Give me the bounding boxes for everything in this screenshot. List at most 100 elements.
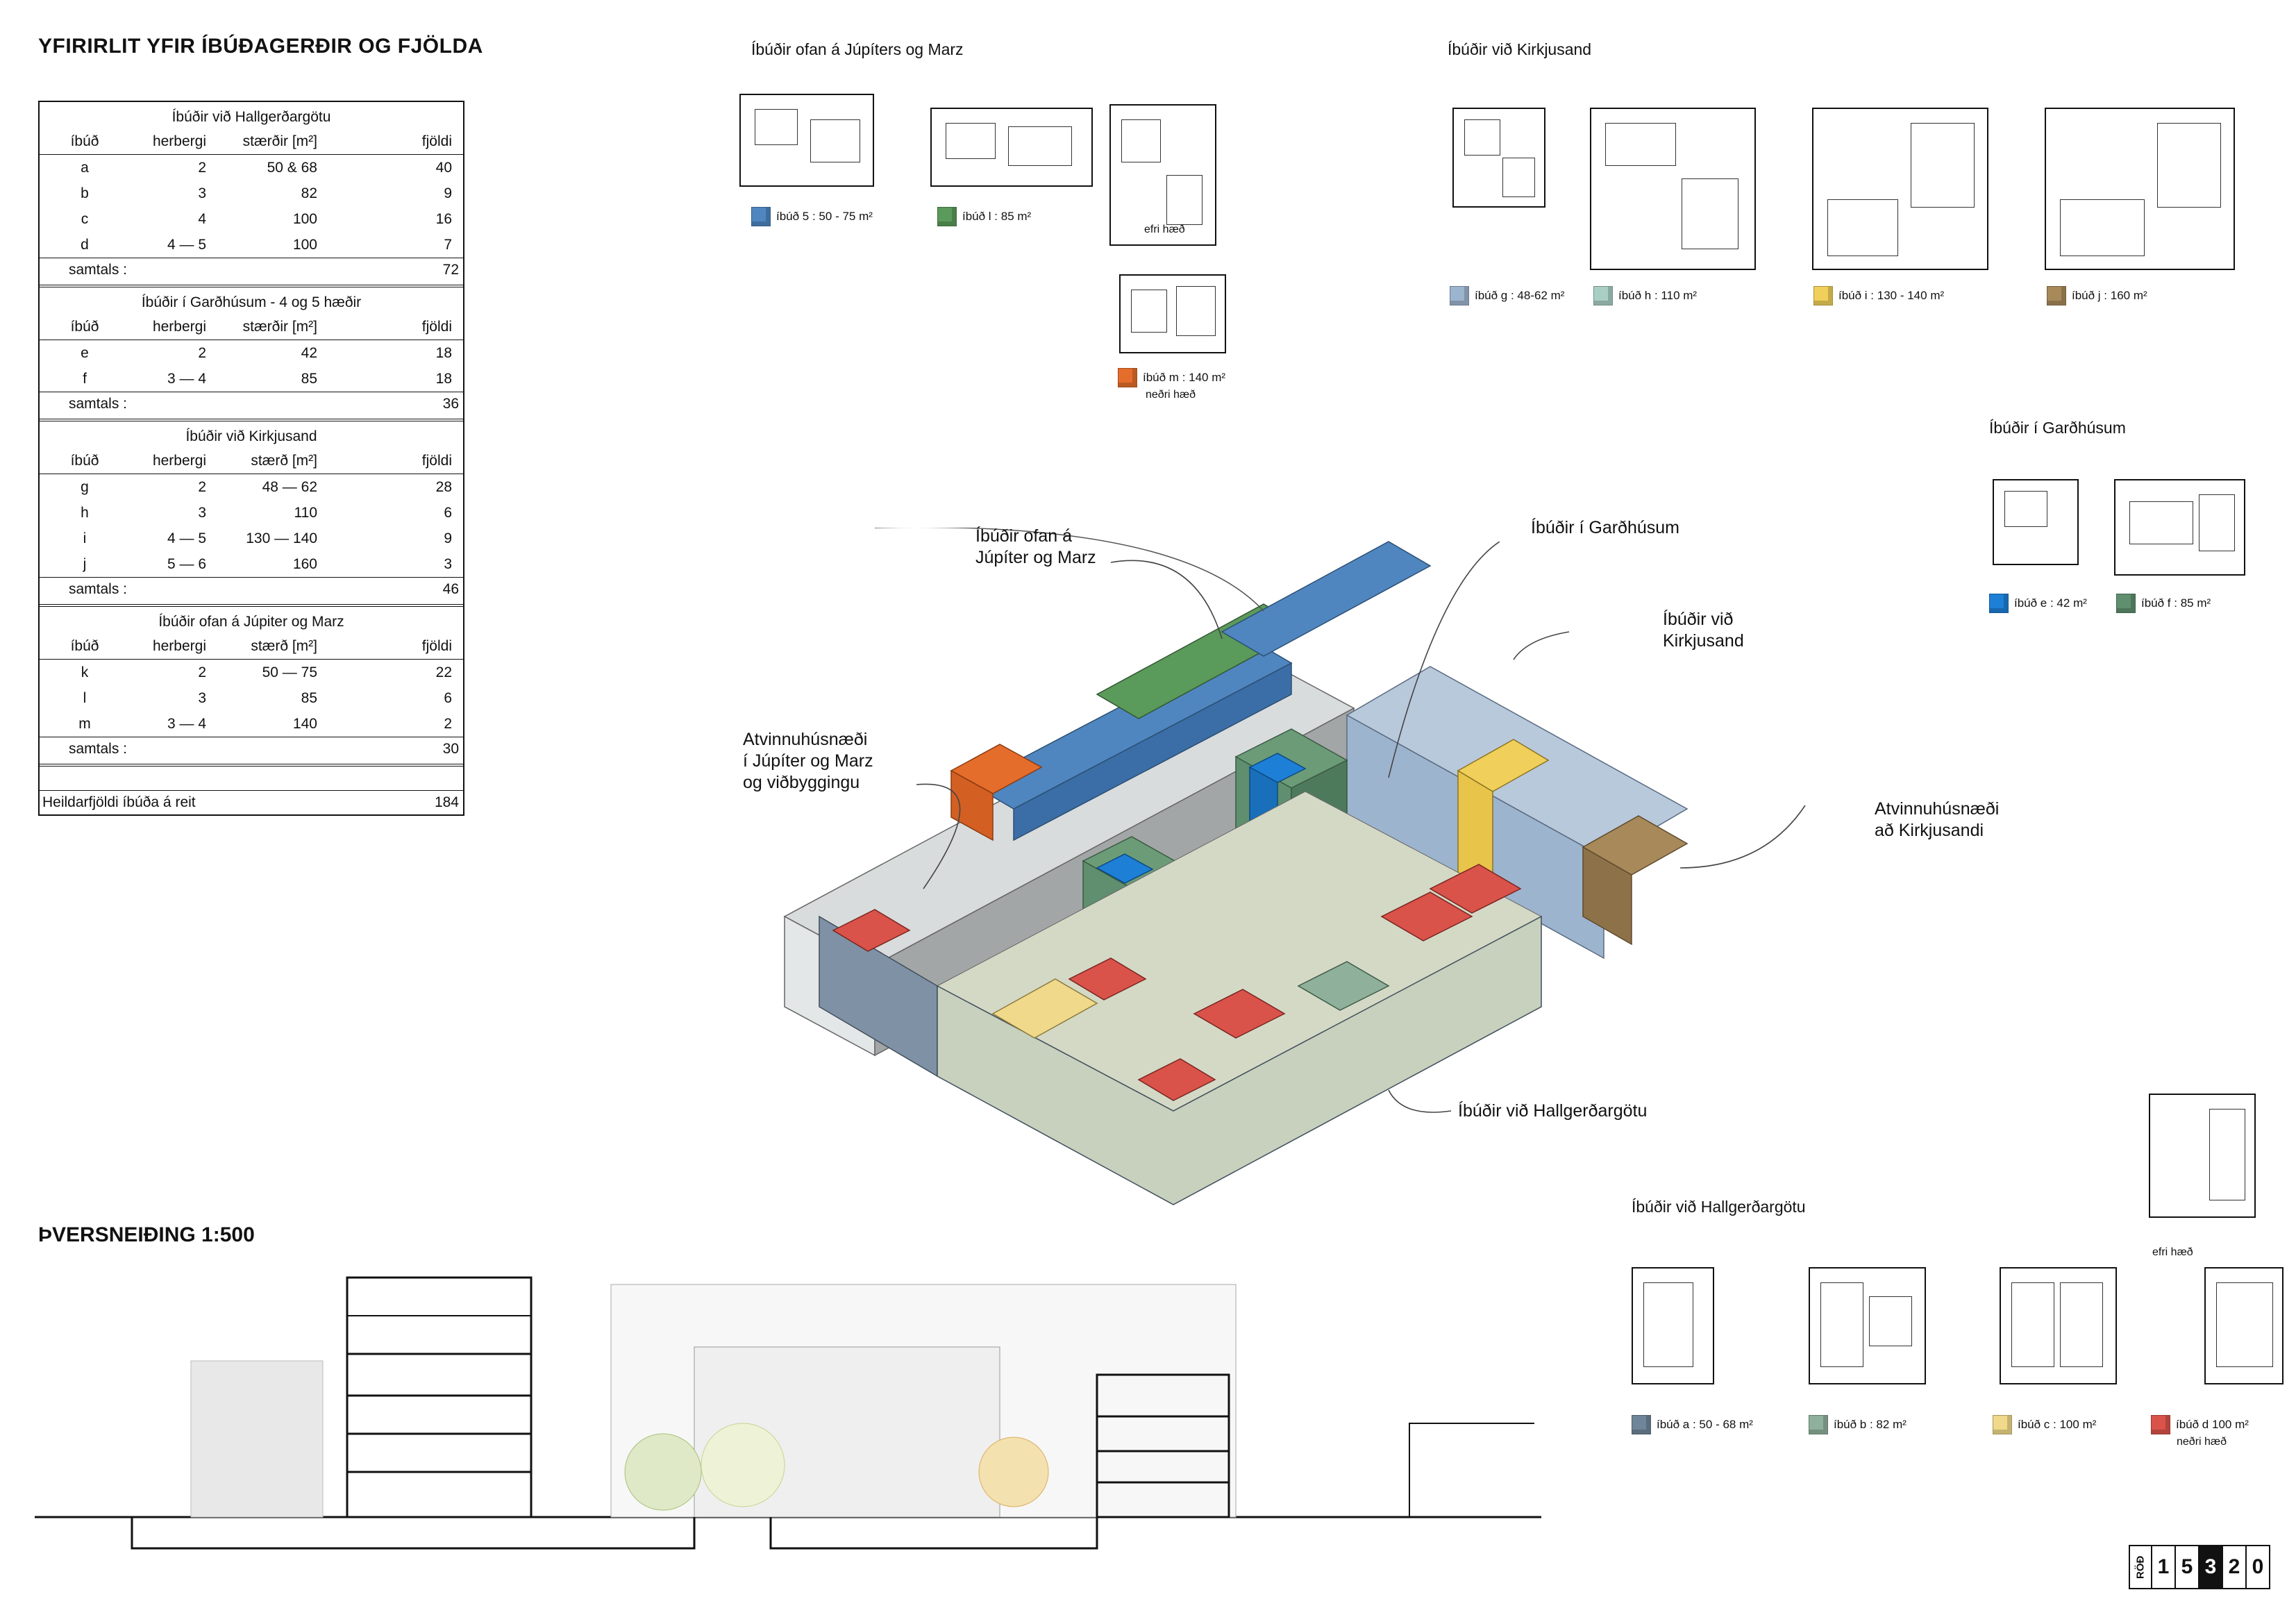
- legend-item: íbúð a : 50 - 68 m²: [1632, 1415, 1753, 1434]
- floor-plan-d-upper: [2149, 1094, 2256, 1218]
- badge-digit: 0: [2245, 1546, 2269, 1588]
- floor-plan-g: [1452, 108, 1545, 208]
- legend-item: íbúð h : 110 m²: [1593, 286, 1697, 305]
- unit-cube-icon: [2047, 286, 2066, 305]
- block-title: Íbúðir við Hallgerðargötu: [171, 109, 331, 125]
- block-title: Íbúðir ofan á Júpiter og Marz: [158, 614, 344, 630]
- floor-plan-l: [930, 108, 1093, 187]
- callout-hallgerdar: Íbúðir við Hallgerðargötu: [1458, 1101, 1648, 1121]
- floor-plan-j: [2045, 108, 2235, 270]
- floor-plan-k: [739, 94, 874, 187]
- hallgerdar-plans-title: Íbúðir við Hallgerðargötu: [1632, 1198, 1806, 1216]
- unit-cube-icon: [1809, 1415, 1828, 1434]
- legend-item: íbúð b : 82 m²: [1809, 1415, 1907, 1434]
- floor-note-upper: efri hæð: [1144, 224, 1185, 235]
- floor-note-lower: neðri hæð: [1146, 389, 1196, 401]
- block-total: samtals :30: [40, 737, 463, 761]
- unit-cube-icon: [1593, 286, 1613, 305]
- legend-item: íbúð j : 160 m²: [2047, 286, 2147, 305]
- cross-section-drawing: [35, 1276, 1541, 1550]
- unit-cube-icon: [1118, 368, 1137, 387]
- floor-plan-m-lower: [1119, 274, 1226, 353]
- floor-plan-d-lower: [2204, 1267, 2284, 1384]
- kirkjusand-plans-title: Íbúðir við Kirkjusand: [1448, 40, 1592, 58]
- floor-plan-a: [1632, 1267, 1714, 1384]
- floor-plan-i: [1812, 108, 1988, 270]
- axonometric-massing: [783, 528, 1689, 1205]
- badge-digit: 2: [2222, 1546, 2245, 1588]
- unit-cube-icon: [1993, 1415, 2012, 1434]
- callout-leaders: [916, 542, 1806, 1113]
- unit-cube-icon: [2116, 594, 2136, 613]
- unit-cube-icon: [1632, 1415, 1651, 1434]
- unit-cube-icon: [1989, 594, 2009, 613]
- legend-item: íbúð c : 100 m²: [1993, 1415, 2096, 1434]
- floor-plan-c: [2000, 1267, 2117, 1384]
- callout-gardhus: Íbúðir í Garðhúsum: [1531, 518, 1679, 537]
- badge-label: RÖÐ: [2134, 1555, 2147, 1579]
- legend-item: íbúð m : 140 m²: [1118, 368, 1225, 387]
- grand-total-row: Heildarfjöldi íbúða á reit 184: [40, 791, 463, 814]
- floor-note-lower: neðri hæð: [2177, 1436, 2227, 1448]
- legend-item: íbúð l : 85 m²: [937, 207, 1031, 226]
- unit-cube-icon: [1813, 286, 1833, 305]
- floor-plan-f: [2114, 479, 2245, 576]
- legend-item: íbúð 5 : 50 - 75 m²: [751, 207, 873, 226]
- unit-cube-icon: [937, 207, 957, 226]
- badge-digit-highlighted: 3: [2198, 1546, 2222, 1588]
- sheet-number-badge: RÖÐ 1 5 3 2 0: [2129, 1545, 2270, 1589]
- legend-item: íbúð d 100 m²: [2151, 1415, 2249, 1434]
- legend-item: íbúð f : 85 m²: [2116, 594, 2211, 613]
- unit-cube-icon: [1450, 286, 1469, 305]
- grand-total-label: Heildarfjöldi íbúða á reit: [42, 794, 196, 810]
- legend-item: íbúð e : 42 m²: [1989, 594, 2087, 613]
- legend-item: íbúð g : 48-62 m²: [1450, 286, 1564, 305]
- block-total: samtals :46: [40, 577, 463, 601]
- block-total: samtals :72: [40, 258, 463, 282]
- block-title: Íbúðir við Kirkjusand: [185, 428, 317, 444]
- floor-plan-h: [1590, 108, 1756, 270]
- badge-digit: 5: [2175, 1546, 2198, 1588]
- floor-plan-m-upper: [1109, 104, 1216, 246]
- block-title: Íbúðir í Garðhúsum - 4 og 5 hæðir: [141, 294, 362, 310]
- floor-plan-b: [1809, 1267, 1926, 1384]
- grand-total-value: 184: [434, 794, 459, 810]
- table-spacer: [40, 767, 463, 791]
- gardhus-plans-title: Íbúðir í Garðhúsum: [1989, 419, 2126, 437]
- legend-item: íbúð i : 130 - 140 m²: [1813, 286, 1944, 305]
- floor-plan-e: [1993, 479, 2079, 565]
- unit-cube-icon: [2151, 1415, 2170, 1434]
- floor-note-upper: efri hæð: [2152, 1246, 2193, 1258]
- block-total: samtals :36: [40, 392, 463, 416]
- section-title: ÞVERSNEIÐING 1:500: [38, 1223, 255, 1246]
- jupiter-plans-title: Íbúðir ofan á Júpíters og Marz: [751, 40, 964, 58]
- unit-cube-icon: [751, 207, 771, 226]
- page-title: YFIRIRLIT YFIR ÍBÚÐAGERÐIR OG FJÖLDA: [38, 35, 483, 58]
